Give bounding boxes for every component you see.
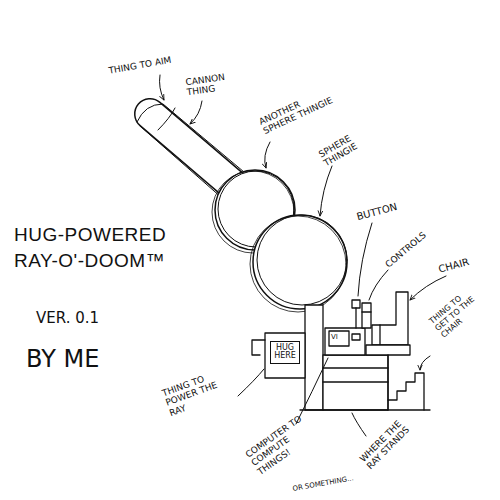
- callout-label: COMPUTER TO COMPUTE THINGS!: [244, 410, 321, 477]
- callout-label: ANOTHER SPHERE THINGIE: [257, 84, 338, 137]
- callout-label: WHERE THE RAY STANDS: [358, 413, 416, 471]
- callout-note: OR SOMETHING...: [292, 471, 372, 493]
- button: [352, 300, 360, 328]
- callout-label: THING TO GET TO THE CHAIR: [428, 284, 488, 340]
- callout-label: CHAIR: [437, 252, 483, 275]
- screen-text: VI: [331, 333, 347, 341]
- author-note: BY ME: [26, 346, 136, 374]
- computer: [325, 328, 365, 355]
- pad-text: HUG HERE: [274, 344, 296, 361]
- version-note: VER. 0.1: [36, 310, 136, 327]
- callout-label: CONTROLS: [383, 225, 434, 270]
- controls: [362, 303, 371, 328]
- stairs: [388, 355, 424, 410]
- power-unit: [252, 333, 305, 378]
- callout-label: SPHERE THINGIE: [317, 120, 381, 169]
- callout-label: CANNON THING: [185, 71, 235, 98]
- callout-label: BUTTON: [355, 199, 406, 223]
- callout-label: THING TO POWER THE RAY: [161, 365, 237, 418]
- callout-label: THING TO AIM: [108, 50, 198, 76]
- diagram-title: HUG-POWERED RAY-O'-DOOM™: [14, 222, 179, 273]
- hug-pad: HUG HERE: [270, 341, 300, 364]
- sphere-lower: [250, 215, 347, 312]
- chair: [366, 292, 410, 355]
- leader-lines: [160, 75, 447, 436]
